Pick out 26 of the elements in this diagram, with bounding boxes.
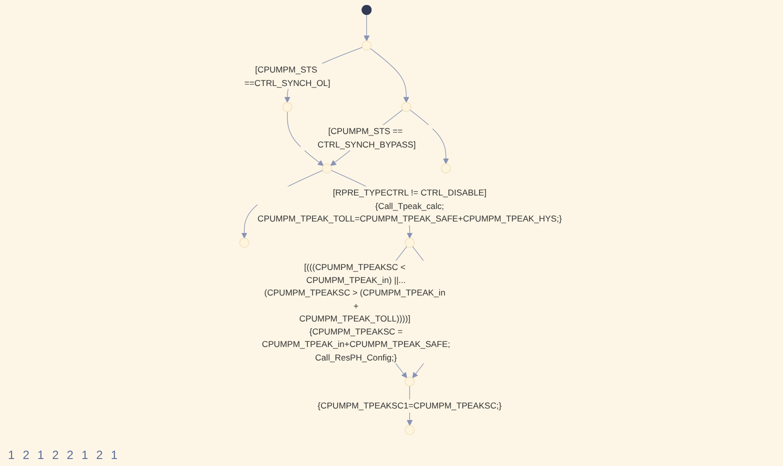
edge-label: [CPUMPM_STS ==CTRL_SYNCH_OL]	[244, 64, 330, 88]
edge-label: [CPUMPM_STS == CTRL_SYNCH_BYPASS]	[317, 126, 416, 149]
edge-label: [(((CPUMPM_TPEAKSC < CPUMPM_TPEAK_in) ||... (CPUMPM_TPEAKSC > (CPUMPM_TPEAK_in + CPUMPM_TPEAK_TOLL))))] {CPUMPM_TPEAKSC = CPUMPM_TPEAK_in+CPUMPM_TPEAK_SAFE; Call_ResPH_Config;}	[262, 262, 450, 362]
execution-order-number: 2	[96, 448, 103, 462]
node-circle	[404, 376, 415, 386]
node-circle	[362, 40, 372, 51]
execution-order-number: 1	[81, 448, 88, 462]
execution-order-number: 1	[37, 448, 44, 462]
node-circle	[404, 238, 415, 248]
execution-order-number: 1	[8, 448, 15, 462]
node-circle	[282, 102, 292, 112]
arrow	[364, 14, 370, 42]
execution-order-number: 2	[52, 448, 59, 462]
node-circle	[401, 102, 412, 112]
arrow	[410, 110, 449, 164]
arrow	[286, 111, 324, 166]
edge-label: {CPUMPM_TPEAKSC1=CPUMPM_TPEAKSC;}	[318, 400, 502, 411]
node-circle	[239, 238, 250, 248]
node-circle	[322, 164, 332, 174]
execution-order-number: 2	[66, 448, 74, 462]
edge-label: [RPRE_TYPECTRL != CTRL_DISABLE] {Call_Tpeak_calc; CPUMPM_TPEAK_TOLL=CPUMPM_TPEAK_SAFE+CPUMPM_TPEAK_HYS;}	[257, 188, 562, 224]
execution-order-number: 2	[22, 448, 30, 462]
node-circle	[440, 164, 451, 174]
execution-order-number: 1	[110, 448, 118, 462]
node-circle	[404, 425, 415, 436]
arrow	[370, 48, 410, 103]
